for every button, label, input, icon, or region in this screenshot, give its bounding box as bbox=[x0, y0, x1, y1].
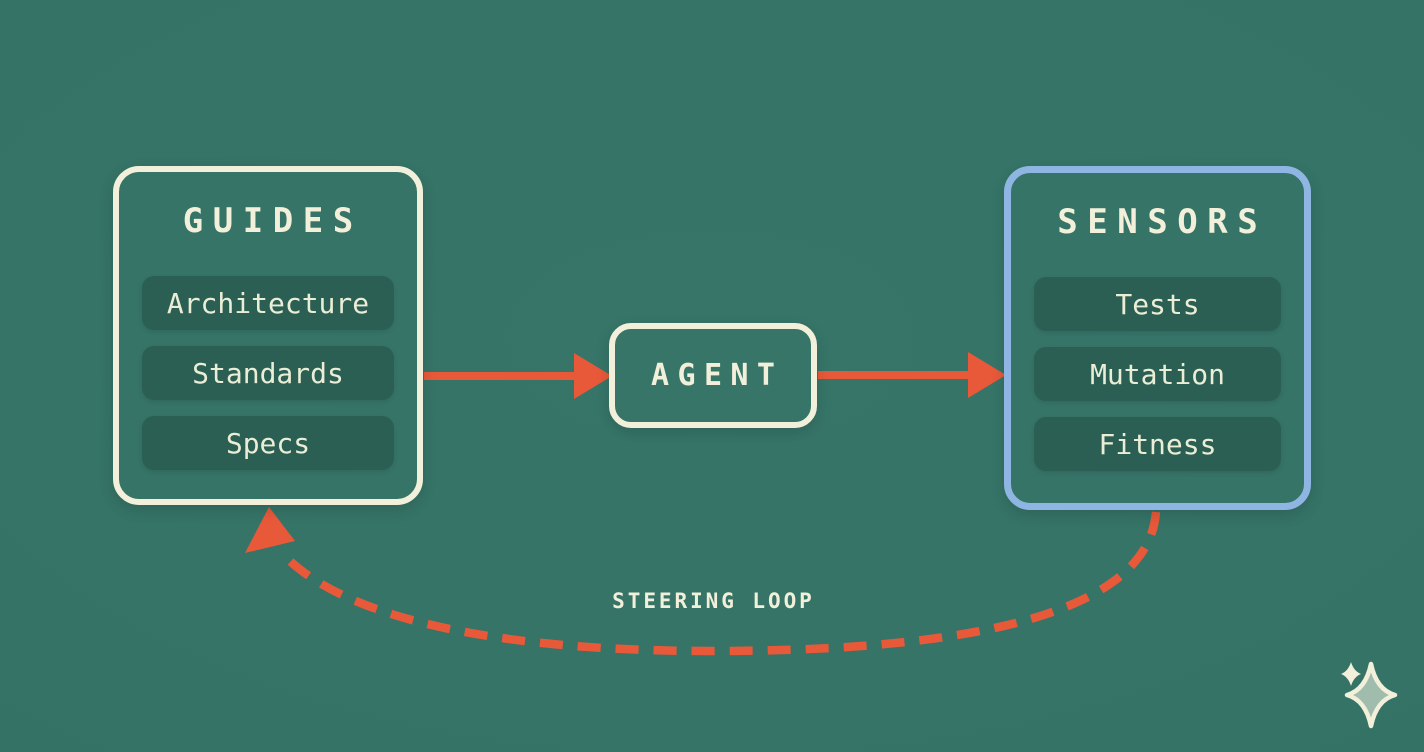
guide-item-standards: Standards bbox=[142, 346, 394, 400]
sensor-item-fitness: Fitness bbox=[1034, 417, 1281, 471]
guides-items: Architecture Standards Specs bbox=[119, 276, 417, 470]
guides-box: GUIDES Architecture Standards Specs bbox=[113, 166, 423, 505]
sensors-box: SENSORS Tests Mutation Fitness bbox=[1004, 166, 1311, 510]
sparkle-icon bbox=[1341, 661, 1398, 729]
arrow-agent-to-sensors bbox=[818, 352, 1006, 398]
agent-box: AGENT bbox=[609, 323, 817, 428]
steering-loop-arrow bbox=[245, 507, 1161, 656]
arrow-guides-to-agent bbox=[424, 353, 612, 399]
guide-item-architecture: Architecture bbox=[142, 276, 394, 330]
agent-title: AGENT bbox=[651, 358, 784, 393]
sensor-item-mutation: Mutation bbox=[1034, 347, 1281, 401]
steering-loop-arrowhead bbox=[245, 507, 295, 553]
sensors-title: SENSORS bbox=[1057, 202, 1268, 242]
sensors-items: Tests Mutation Fitness bbox=[1011, 277, 1304, 471]
steering-loop-label: STEERING LOOP bbox=[612, 589, 815, 613]
sensor-item-tests: Tests bbox=[1034, 277, 1281, 331]
guides-title: GUIDES bbox=[182, 201, 363, 241]
guide-item-specs: Specs bbox=[142, 416, 394, 470]
